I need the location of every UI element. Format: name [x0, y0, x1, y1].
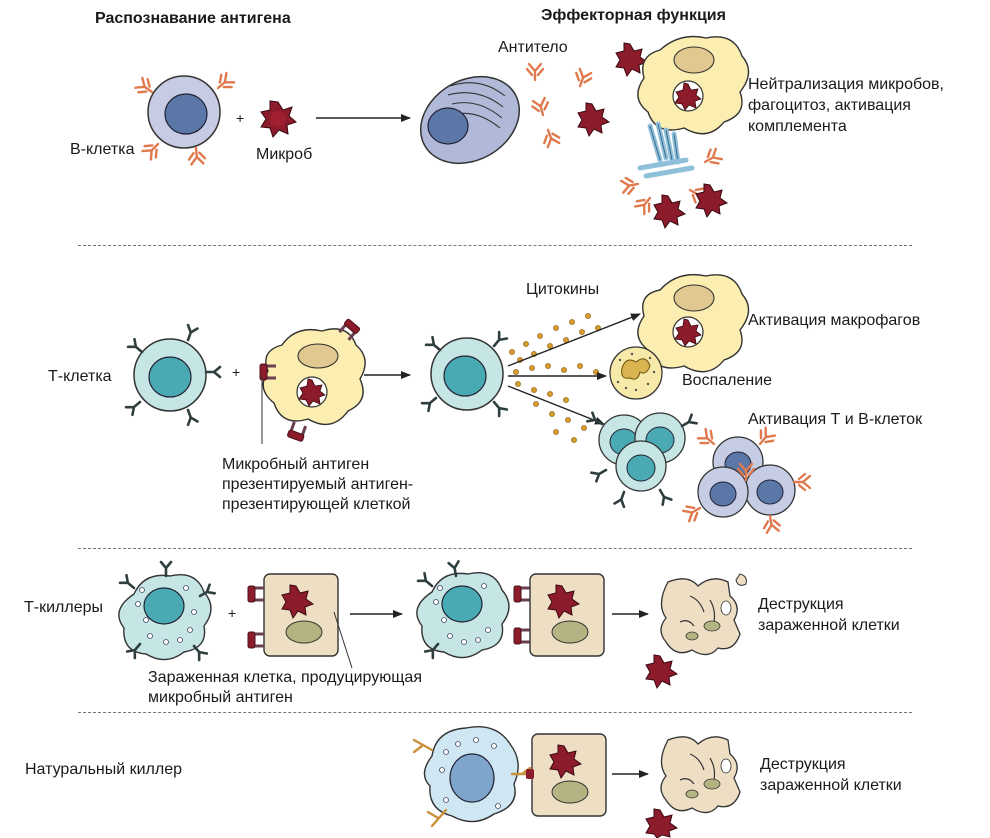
microbe-free-2 — [577, 102, 611, 138]
label-microbe: Микроб — [256, 146, 313, 163]
label-destruction-row3-1: Деструкция — [758, 596, 844, 613]
label-infected-2: микробный антиген — [148, 689, 293, 706]
antigen-presenting-cell — [258, 317, 366, 444]
label-cytokines: Цитокины — [526, 281, 600, 298]
cytokine-dots — [509, 313, 601, 443]
activated-t-cells — [586, 411, 698, 509]
plus-sign-row3: + — [228, 605, 237, 621]
nk-cell — [412, 726, 532, 828]
label-b-cell: В-клетка — [70, 141, 135, 158]
arrow-tb-activation — [507, 385, 605, 425]
label-destruction-row3-2: зараженной клетки — [758, 617, 900, 634]
destroyed-cell-row3 — [645, 573, 747, 690]
infected-cell — [246, 573, 339, 657]
plasma-cell — [419, 75, 521, 165]
label-infected-1: Зараженная клетка, продуцирующая — [148, 669, 422, 686]
label-antigen-3: презентирующей клеткой — [222, 496, 411, 513]
microbe-free-1 — [615, 42, 649, 78]
label-antibody: Антитело — [498, 39, 568, 56]
destroyed-cell-row4 — [645, 736, 741, 838]
microbe — [260, 100, 297, 138]
heading-effector: Эффекторная функция — [541, 7, 726, 24]
t-killer — [118, 560, 216, 662]
plus-sign-row2: + — [232, 364, 241, 380]
macrophage-row1 — [637, 35, 750, 135]
activated-b-cells — [680, 425, 812, 535]
label-destruction-row4-1: Деструкция — [760, 756, 846, 773]
label-neutralization-2: фагоцитоз, активация — [748, 97, 911, 114]
plus-sign-row1: + — [236, 110, 245, 126]
label-nk: Натуральный киллер — [25, 761, 183, 778]
t-cell-activated — [420, 330, 509, 418]
infected-cell-row4 — [526, 733, 607, 817]
label-neutralization-3: комплемента — [748, 118, 847, 135]
complement-cluster — [619, 121, 729, 230]
infected-pointer — [333, 611, 353, 669]
heading-recognition: Распознавание антигена — [95, 10, 291, 27]
divider-2 — [78, 548, 912, 549]
label-antigen-1: Микробный антиген — [222, 456, 370, 473]
b-cell — [133, 70, 237, 166]
divider-3 — [78, 712, 912, 713]
label-antigen-2: презентируемый антиген- — [222, 476, 414, 493]
t-killer-bound — [416, 560, 605, 660]
macrophage-row2 — [637, 273, 750, 373]
label-inflammation: Воспаление — [682, 372, 773, 389]
divider-1 — [78, 245, 912, 246]
label-macrophage-activation: Активация макрофагов — [748, 312, 921, 329]
neutrophil — [609, 346, 663, 400]
arrow-macrophage — [507, 313, 641, 367]
label-t-killers: Т-киллеры — [24, 599, 104, 616]
label-neutralization-1: Нейтрализация микробов, — [748, 76, 944, 93]
label-destruction-row4-2: зараженной клетки — [760, 777, 902, 794]
t-cell-left — [124, 323, 222, 427]
label-tb-activation: Активация Т и В-клеток — [748, 411, 923, 428]
label-t-cell: Т-клетка — [48, 368, 112, 385]
